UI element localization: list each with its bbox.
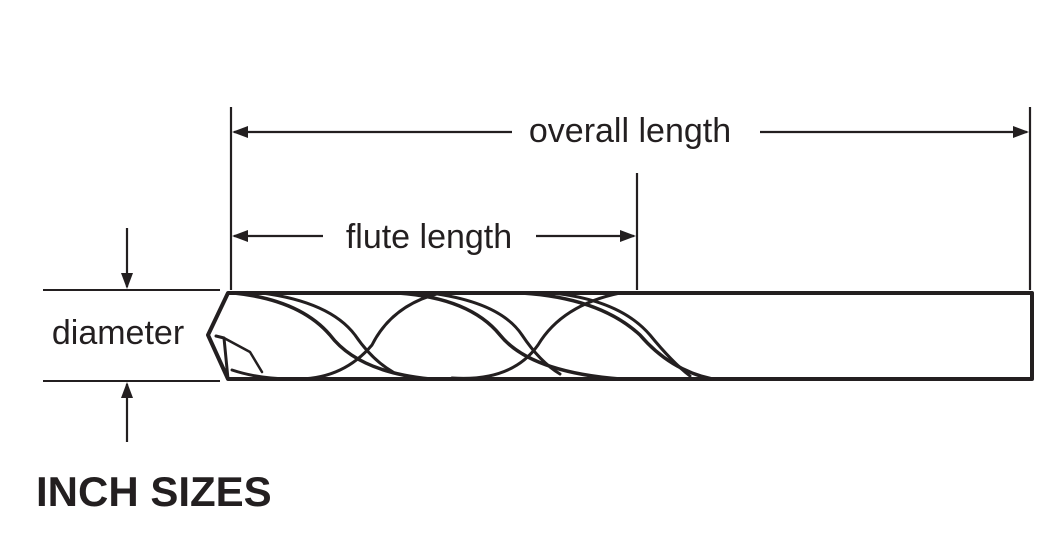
overall-length-label: overall length (529, 112, 731, 150)
diagram-title: INCH SIZES (36, 468, 272, 515)
drill-bit-flute (396, 291, 622, 381)
flute-length-label: flute length (346, 218, 512, 256)
drill-bit-flute (520, 291, 714, 381)
drill-bit (206, 291, 1034, 381)
drill-bit-flute (232, 291, 432, 381)
diameter-label: diameter (52, 314, 184, 352)
extension-lines (43, 107, 1032, 382)
overall-length-dimension: overall length (232, 112, 1029, 150)
flute-length-dimension: flute length (232, 218, 636, 256)
diameter-dimension: diameter (52, 228, 184, 442)
drill-bit-body (206, 291, 1034, 381)
